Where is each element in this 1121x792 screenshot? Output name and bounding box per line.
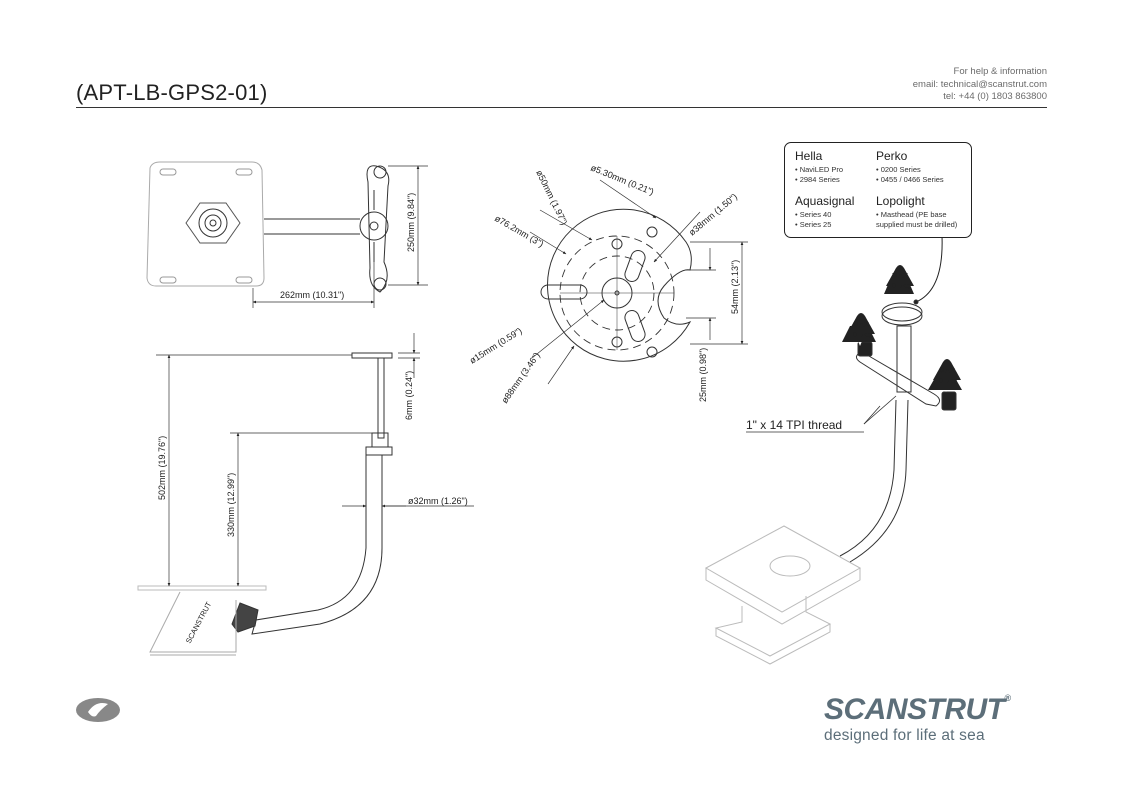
help-info: For help & information email: technical@… xyxy=(913,66,1047,104)
lopolight-item: supplied must be drilled) xyxy=(876,219,958,229)
brand-perko: Perko xyxy=(876,149,908,163)
max-label-3: MAX xyxy=(939,366,955,375)
max-label-2: MAX xyxy=(853,320,869,329)
dim-d76: ø76.2mm (3") xyxy=(493,213,545,249)
side-view xyxy=(137,333,474,656)
hella-items: • NaviLED Pro • 2984 Series xyxy=(795,165,843,184)
dim-pole-height: 330mm (12.99") xyxy=(226,473,236,537)
dim-total-height: 502mm (19.76") xyxy=(157,436,167,500)
mount-brand-label: SCANSTRUT xyxy=(184,600,214,645)
perko-items: • 0200 Series • 0455 / 0466 Series xyxy=(876,165,944,184)
dim-d5-30: ø5.30mm (0.21") xyxy=(589,163,655,197)
perko-item: • 0455 / 0466 Series xyxy=(876,174,944,184)
dim-arm-length: 262mm (10.31") xyxy=(280,290,344,300)
isometric-view xyxy=(704,235,957,665)
plate-detail xyxy=(529,179,748,385)
brand-lopolight: Lopolight xyxy=(876,194,925,208)
dim-d25: 25mm (0.98") xyxy=(698,348,708,402)
registered-mark: ® xyxy=(1004,693,1012,703)
max-weight-1: 0.5kg xyxy=(892,281,910,290)
max-weight-3: 0.5kg xyxy=(939,376,957,385)
brand-hella: Hella xyxy=(795,149,823,163)
brand-aquasignal: Aquasignal xyxy=(795,194,855,208)
scanstrut-s-icon xyxy=(76,698,120,722)
tagline: designed for life at sea xyxy=(824,727,985,744)
hella-item: • 2984 Series xyxy=(795,174,840,184)
document-title: (APT-LB-GPS2-01) xyxy=(76,80,268,105)
dim-plate-thickness: 6mm (0.24") xyxy=(404,371,414,420)
lopolight-item: • Masthead (PE base xyxy=(876,210,947,219)
hella-item: • NaviLED Pro xyxy=(795,165,844,174)
header-rule xyxy=(76,107,1047,108)
max-weight-2: 0.5kg xyxy=(853,330,871,339)
aquasignal-item: • Series 25 xyxy=(795,219,832,229)
dim-d50: ø50mm (1.97") xyxy=(534,168,569,226)
logo-wordmark: SCANSTRUT xyxy=(824,693,1005,726)
aquasignal-item: • Series 40 xyxy=(795,210,832,219)
dim-bracket-width: 250mm (9.84") xyxy=(406,193,416,252)
dim-d88: ø88mm (3.46") xyxy=(499,350,541,405)
help-heading: For help & information xyxy=(953,66,1047,77)
compatibility-box: Hella • NaviLED Pro • 2984 Series Perko … xyxy=(784,142,972,238)
dim-d38: ø38mm (1.50") xyxy=(687,191,739,237)
help-email: email: technical@scanstrut.com xyxy=(912,78,1047,90)
dim-d15: ø15mm (0.59") xyxy=(468,326,524,366)
lopolight-items: • Masthead (PE base supplied must be dri… xyxy=(876,210,957,229)
thread-label: 1" x 14 TPI thread xyxy=(746,418,843,432)
help-tel: tel: +44 (0) 1803 863800 xyxy=(943,91,1047,102)
perko-item: • 0200 Series xyxy=(876,165,921,174)
aquasignal-items: • Series 40 • Series 25 xyxy=(795,210,831,229)
max-load-badges xyxy=(842,265,962,392)
max-label-1: MAX xyxy=(892,271,908,280)
dim-pole-diameter: ø32mm (1.26") xyxy=(408,496,468,506)
top-view xyxy=(146,161,428,308)
dim-d54: 54mm (2.13") xyxy=(730,260,740,314)
scanstrut-logo: SCANSTRUT® xyxy=(824,693,1011,727)
